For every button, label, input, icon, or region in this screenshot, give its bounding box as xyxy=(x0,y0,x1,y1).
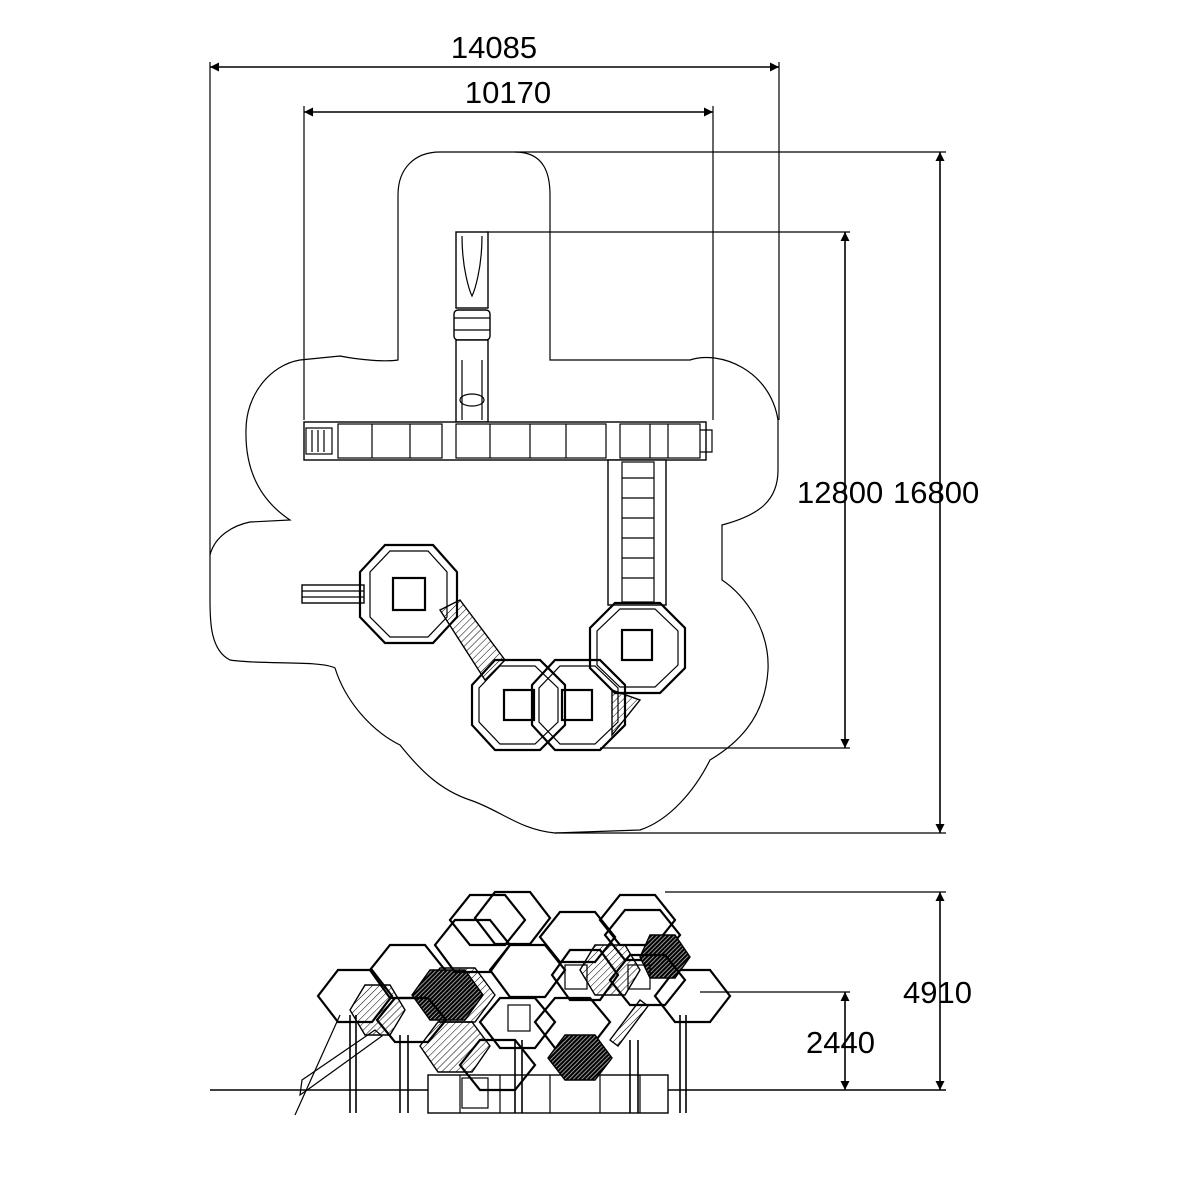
climbing-net xyxy=(438,599,506,682)
hexagon-modules xyxy=(316,890,732,1092)
elevation-rope-left xyxy=(294,1014,341,1116)
horizontal-deck xyxy=(303,421,713,461)
dim-label-total-height: 4910 xyxy=(903,975,972,1010)
octagon-module-2 xyxy=(588,601,687,695)
dim-label-structure-width: 10170 xyxy=(465,75,551,110)
dim-label-structure-depth: 12800 xyxy=(797,475,883,510)
connector-ramp xyxy=(611,689,642,737)
vertical-bridge xyxy=(607,459,667,606)
elevation-slide-right xyxy=(609,999,649,1047)
octagon-module-1 xyxy=(358,543,459,645)
dim-label-overall-depth: 16800 xyxy=(893,475,979,510)
safety-zone-outline xyxy=(209,151,779,834)
plan-view: 14085 10170 12800 16800 xyxy=(209,30,979,834)
dim-label-platform-height: 2440 xyxy=(806,1025,875,1060)
straight-slide xyxy=(301,584,365,604)
elevation-view: 4910 2440 xyxy=(210,890,972,1116)
tube-slide xyxy=(453,231,491,423)
octagon-module-4 xyxy=(530,658,627,752)
base-frame xyxy=(349,1015,687,1114)
elevation-slide-left xyxy=(299,1029,383,1097)
dim-label-overall-width: 14085 xyxy=(451,30,537,65)
